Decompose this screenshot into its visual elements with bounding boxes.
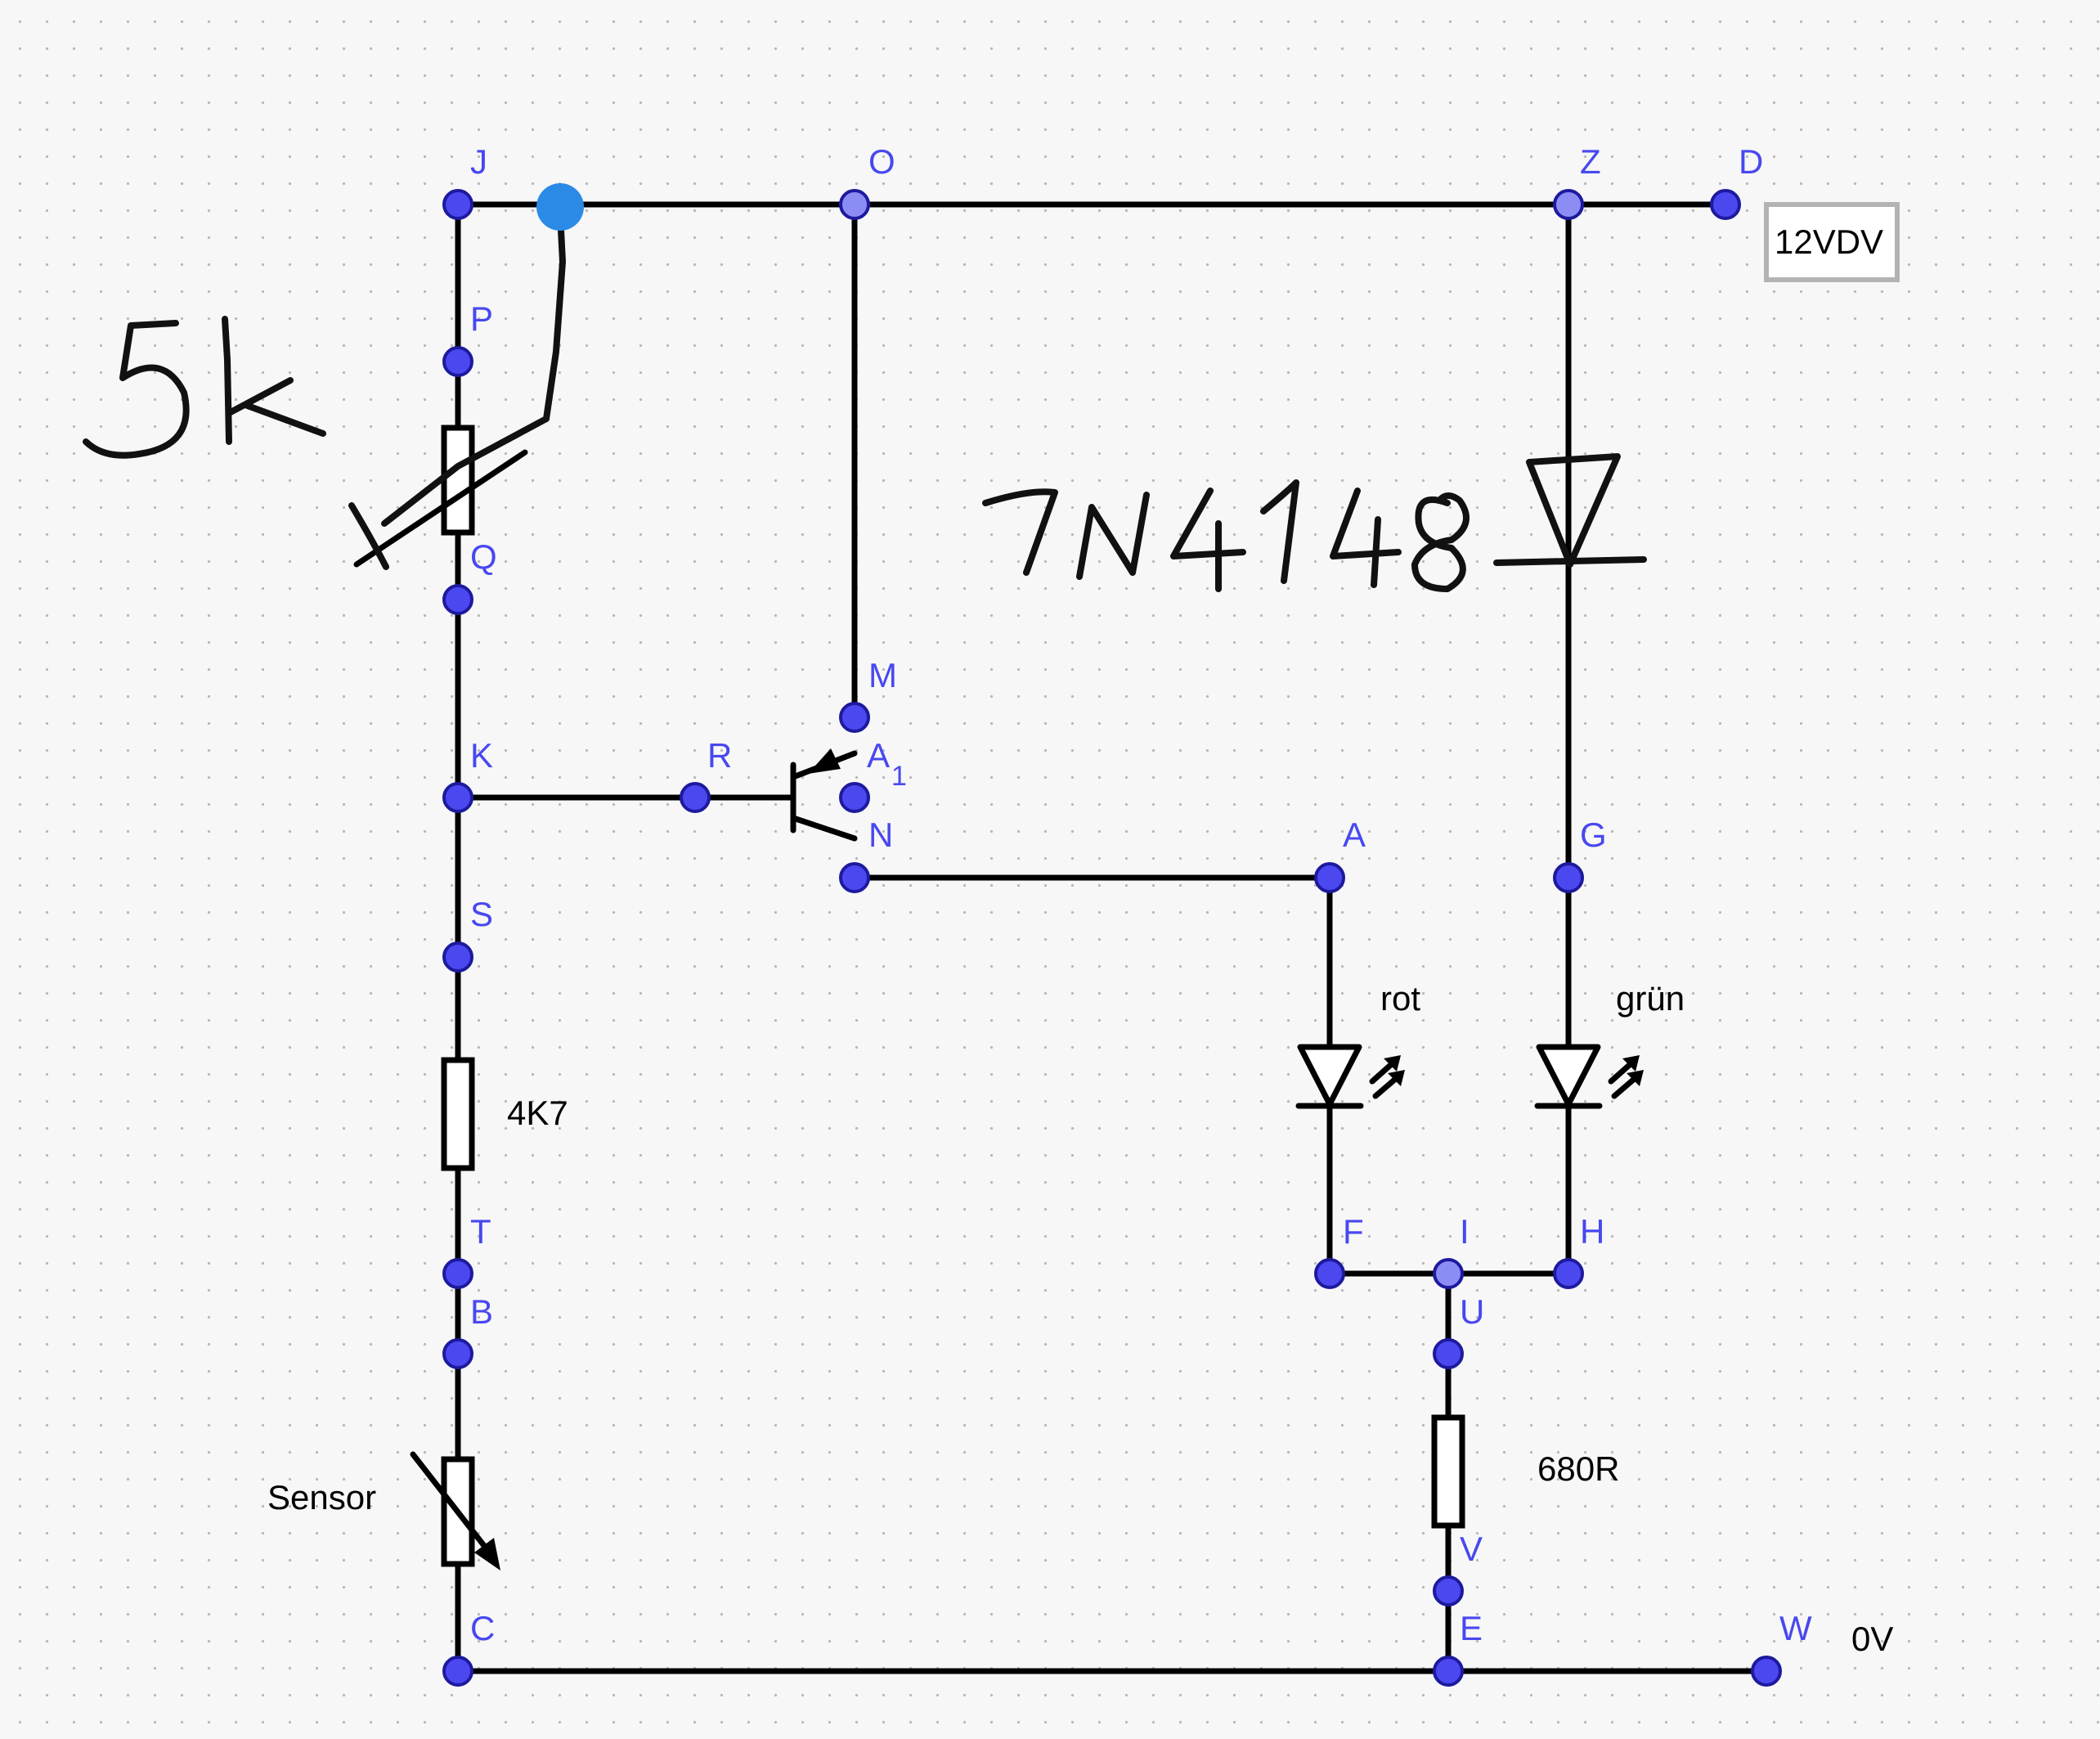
node-I[interactable] bbox=[1433, 1258, 1464, 1289]
node-label-K: K bbox=[470, 736, 493, 775]
resistor-680r bbox=[1431, 1414, 1465, 1529]
node-label-C: C bbox=[470, 1609, 495, 1647]
node-labels: J O Z D P Q M K R A 1 N A G S T B F I H … bbox=[470, 142, 1812, 1647]
node-O[interactable] bbox=[839, 189, 870, 220]
node-label-H: H bbox=[1580, 1212, 1604, 1251]
node-P[interactable] bbox=[442, 346, 473, 377]
node-label-Z: Z bbox=[1580, 142, 1601, 181]
node-K[interactable] bbox=[442, 782, 473, 813]
label-ground: 0V bbox=[1851, 1620, 1893, 1658]
node-label-T: T bbox=[470, 1212, 491, 1251]
node-label-V: V bbox=[1460, 1530, 1483, 1568]
node-N[interactable] bbox=[839, 862, 870, 893]
node-E[interactable] bbox=[1433, 1656, 1464, 1687]
supply-box: 12VDV bbox=[1764, 202, 1900, 282]
potentiometer bbox=[348, 211, 566, 570]
node-G[interactable] bbox=[1553, 862, 1584, 893]
pot-value-handwritten bbox=[83, 316, 326, 459]
node-label-A1: A bbox=[867, 736, 890, 775]
node-label-F: F bbox=[1343, 1212, 1364, 1251]
node-W[interactable] bbox=[1751, 1656, 1782, 1687]
node-label-I: I bbox=[1460, 1212, 1470, 1251]
label-680r: 680R bbox=[1537, 1449, 1619, 1488]
node-J[interactable] bbox=[442, 189, 473, 220]
node-S[interactable] bbox=[442, 941, 473, 973]
node-D[interactable] bbox=[1710, 189, 1741, 220]
node-label-U: U bbox=[1460, 1292, 1484, 1331]
diode-value-handwritten bbox=[982, 479, 1470, 592]
sensor-resistor bbox=[410, 1451, 500, 1570]
node-label-Q: Q bbox=[470, 537, 497, 576]
node-Z[interactable] bbox=[1553, 189, 1584, 220]
transistor bbox=[692, 748, 858, 842]
label-led-green: grün bbox=[1616, 979, 1685, 1018]
label-4k7: 4K7 bbox=[507, 1094, 568, 1132]
node-F[interactable] bbox=[1314, 1258, 1345, 1289]
supply-label: 12VDV bbox=[1775, 222, 1883, 261]
node-V[interactable] bbox=[1433, 1575, 1464, 1606]
led-red bbox=[1295, 1044, 1405, 1109]
node-label-W: W bbox=[1779, 1609, 1812, 1647]
pot-strike bbox=[348, 502, 389, 570]
label-led-red: rot bbox=[1380, 979, 1420, 1018]
node-M[interactable] bbox=[839, 702, 870, 733]
node-label-O: O bbox=[868, 142, 895, 181]
node-label-D: D bbox=[1739, 142, 1763, 181]
node-B[interactable] bbox=[442, 1338, 473, 1369]
node-label-B: B bbox=[470, 1292, 493, 1331]
nodes bbox=[442, 183, 1782, 1687]
node-label-A: A bbox=[1343, 816, 1366, 854]
pot-wiper-handle[interactable] bbox=[536, 183, 584, 231]
node-label-M: M bbox=[868, 656, 897, 694]
node-Q[interactable] bbox=[442, 584, 473, 615]
node-label-R: R bbox=[707, 736, 732, 775]
node-label-S: S bbox=[470, 895, 493, 933]
node-A[interactable] bbox=[1314, 862, 1345, 893]
node-label-A1-subscript: 1 bbox=[891, 761, 907, 792]
resistor-4k7 bbox=[441, 1057, 475, 1171]
node-T[interactable] bbox=[442, 1258, 473, 1289]
node-C[interactable] bbox=[442, 1656, 473, 1687]
diode-handdrawn bbox=[1493, 453, 1647, 568]
node-label-E: E bbox=[1460, 1609, 1483, 1647]
node-label-N: N bbox=[868, 816, 893, 854]
node-label-J: J bbox=[470, 142, 487, 181]
node-U[interactable] bbox=[1433, 1338, 1464, 1369]
pot-wiper-handdrawn bbox=[381, 211, 566, 527]
node-label-G: G bbox=[1580, 816, 1607, 854]
node-label-P: P bbox=[470, 299, 493, 338]
node-H[interactable] bbox=[1553, 1258, 1584, 1289]
transistor-emitter-arrow bbox=[808, 748, 841, 774]
node-A1[interactable] bbox=[839, 782, 870, 813]
label-sensor: Sensor bbox=[267, 1478, 376, 1517]
led-green bbox=[1534, 1044, 1644, 1109]
node-R[interactable] bbox=[680, 782, 711, 813]
